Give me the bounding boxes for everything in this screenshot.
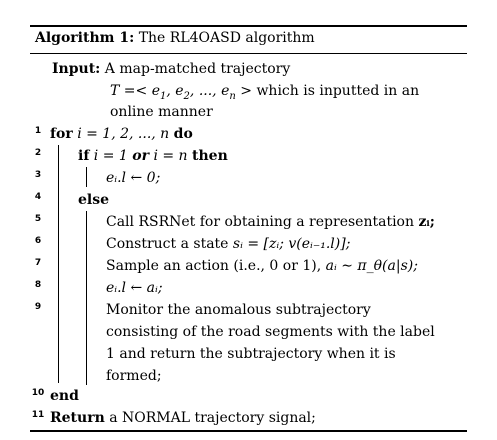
line-9-text-4: formed; [106,368,162,384]
input-text-1: A map-matched trajectory [104,61,291,77]
line-9-text-2: consisting of the road segments with the… [106,324,435,340]
bottom-rule [30,430,467,432]
line-6-content: Construct a state sᵢ = [zᵢ; v(eᵢ₋₁.l)]; [106,237,350,251]
keyword-or: or [132,148,149,164]
algorithm-caption: Algorithm 1: The RL4OASD algorithm [35,30,315,46]
keyword-if: if [78,148,90,164]
line-number: 2 [34,148,42,158]
line-1-content: for i = 1, 2, ..., n do [50,127,193,141]
keyword-do: do [173,126,193,142]
line-number: 11 [31,410,45,420]
condition-a: i = 1 [93,148,128,164]
for-block-bar [58,145,59,383]
line-5-math: zᵢ; [418,214,435,230]
line-7-text: Sample an action (i.e., 0 or 1), [106,258,322,274]
line-11-text: a NORMAL trajectory signal; [109,410,316,426]
if-block-bar [86,167,87,187]
line-number: 9 [34,302,42,312]
keyword-else: else [78,192,110,208]
line-7-content: Sample an action (i.e., 0 or 1), aᵢ ∼ π_… [106,259,418,273]
keyword-for: for [50,126,73,142]
input-line-2: T =< e1, e2, ..., en > which is inputted… [110,84,419,102]
else-block-bar [86,211,87,385]
line-7-math: aᵢ ∼ π_θ(a|s); [325,258,418,274]
line-number: 8 [34,280,42,290]
line-6-text: Construct a state [106,236,229,252]
keyword-then: then [192,148,228,164]
algorithm-block: Algorithm 1: The RL4OASD algorithm Input… [30,25,467,432]
line-number: 7 [34,258,42,268]
line-8-content: eᵢ.l ← aᵢ; [106,280,163,296]
line-number: 6 [34,236,42,246]
line-number: 3 [34,170,42,180]
input-label: Input: [52,61,101,77]
line-6-math: sᵢ = [zᵢ; v(eᵢ₋₁.l)]; [232,236,351,252]
input-line-1: Input: A map-matched trajectory [52,62,290,76]
input-formula: T =< e1, e2, ..., en > [110,83,252,102]
loop-range: i = 1, 2, ..., n [77,126,170,142]
line-number: 1 [34,126,42,136]
caption-rule [30,53,467,54]
line-5-text: Call RSRNet for obtaining a representati… [106,214,414,230]
input-line-3: online manner [110,105,213,119]
caption-label: Algorithm 1: [35,30,135,46]
line-3-content: eᵢ.l ← 0; [106,170,161,186]
keyword-return: Return [50,410,105,426]
line-11-content: Return a NORMAL trajectory signal; [50,411,316,425]
line-2-content: if i = 1 or i = n then [78,149,228,163]
line-number: 5 [34,214,42,224]
condition-b: i = n [153,148,188,164]
input-text-2: which is inputted in an [256,83,420,99]
top-rule [30,25,467,27]
line-number: 4 [34,192,42,202]
input-text-3: online manner [110,104,213,120]
line-number: 10 [31,388,45,398]
line-5-content: Call RSRNet for obtaining a representati… [106,215,435,229]
caption-title: The RL4OASD algorithm [138,30,315,46]
keyword-end: end [50,388,79,404]
line-9-text-1: Monitor the anomalous subtrajectory [106,302,371,318]
line-9-text-3: 1 and return the subtrajectory when it i… [106,346,396,362]
